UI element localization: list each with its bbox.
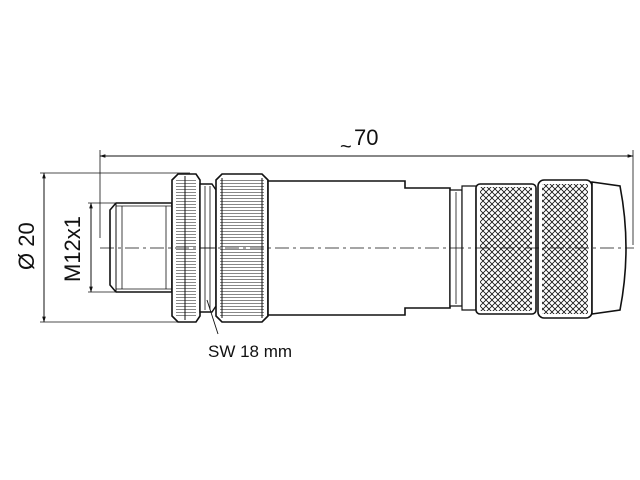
diameter-label: Ø 20 xyxy=(14,222,39,270)
length-value: 70 xyxy=(354,125,378,150)
wrench-size-callout: SW 18 mm xyxy=(206,299,292,361)
wrench-size-label: SW 18 mm xyxy=(208,342,292,361)
diameter-dimension: Ø 20 xyxy=(14,172,190,323)
connector-body xyxy=(109,173,627,323)
approx-symbol: ~ xyxy=(340,136,352,158)
length-dimension: ~ 70 xyxy=(99,125,634,245)
thread-label: M12x1 xyxy=(60,216,85,282)
thread-dimension: M12x1 xyxy=(60,202,115,293)
